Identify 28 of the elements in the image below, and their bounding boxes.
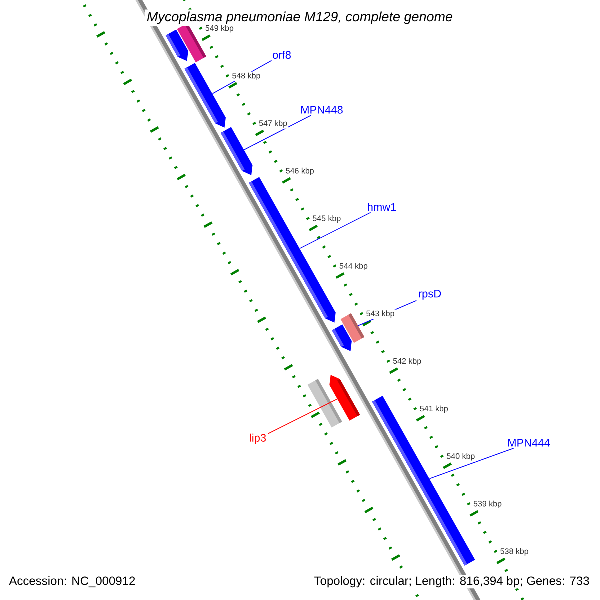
scale-label: 544 kbp: [338, 262, 369, 272]
scale-label: 540 kbp: [446, 452, 476, 462]
leader-line: [429, 448, 514, 480]
scale-label: 539 kbp: [472, 500, 503, 510]
genome-info: Topology: circular; Length: 816,394 bp; Genes: 733: [313, 575, 591, 589]
scale-label: 541 kbp: [418, 404, 450, 414]
gene-feature: [332, 324, 352, 352]
gene-feature: [330, 375, 360, 421]
scale-label: 543 kbp: [365, 310, 396, 320]
scale-label: 548 kbp: [231, 72, 262, 82]
leader-line: [268, 398, 338, 434]
gene-label: MPN444: [508, 439, 550, 447]
scale-label: 538 kbp: [499, 547, 530, 557]
gene-feature: [220, 127, 253, 176]
accession-text: Accession: NC_000912: [8, 575, 137, 589]
gene-feature: [166, 30, 188, 62]
leader-line: [244, 115, 312, 150]
gene-label: lip3: [250, 434, 266, 444]
scale-label: 546 kbp: [284, 166, 316, 176]
gene-label: hmw1: [368, 203, 396, 211]
scale-label: 547 kbp: [258, 119, 289, 129]
gene-feature: [184, 63, 226, 128]
scale-label: 545 kbp: [312, 214, 342, 224]
gene-label: MPN448: [302, 106, 343, 114]
gene-label: rpsD: [419, 290, 442, 300]
scale-label: 542 kbp: [392, 357, 423, 367]
gene-label: orf8: [272, 50, 291, 60]
leader-line: [300, 212, 372, 250]
